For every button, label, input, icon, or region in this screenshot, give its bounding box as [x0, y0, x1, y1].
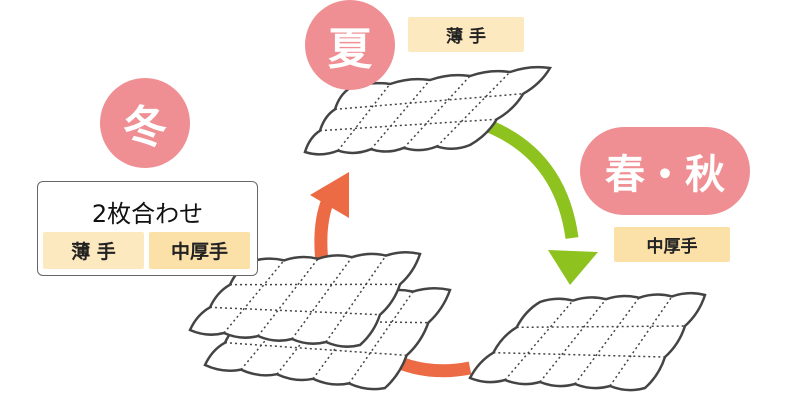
arrowhead-up-icon [310, 172, 349, 218]
arrowhead-down-icon [548, 250, 598, 285]
arrow-winter-to-summer [314, 197, 335, 263]
badge-winter: 冬 [100, 78, 190, 168]
futon-spring-autumn [468, 291, 707, 392]
tag-spring-autumn-medium: 中厚手 [614, 227, 730, 262]
winter-combo-box: 2枚合わせ [37, 181, 258, 276]
badge-spring-autumn: 春・秋 [580, 127, 750, 215]
arrow-summer-to-spring [475, 115, 579, 239]
tag-winter-medium: 中厚手 [149, 232, 250, 269]
winter-combo-label: 2枚合わせ [91, 200, 204, 228]
futon-summer-thin [303, 65, 553, 156]
tag-winter-thin: 薄 手 [43, 232, 144, 269]
badge-summer: 夏 [305, 0, 395, 90]
tag-summer-thin: 薄 手 [408, 17, 524, 52]
